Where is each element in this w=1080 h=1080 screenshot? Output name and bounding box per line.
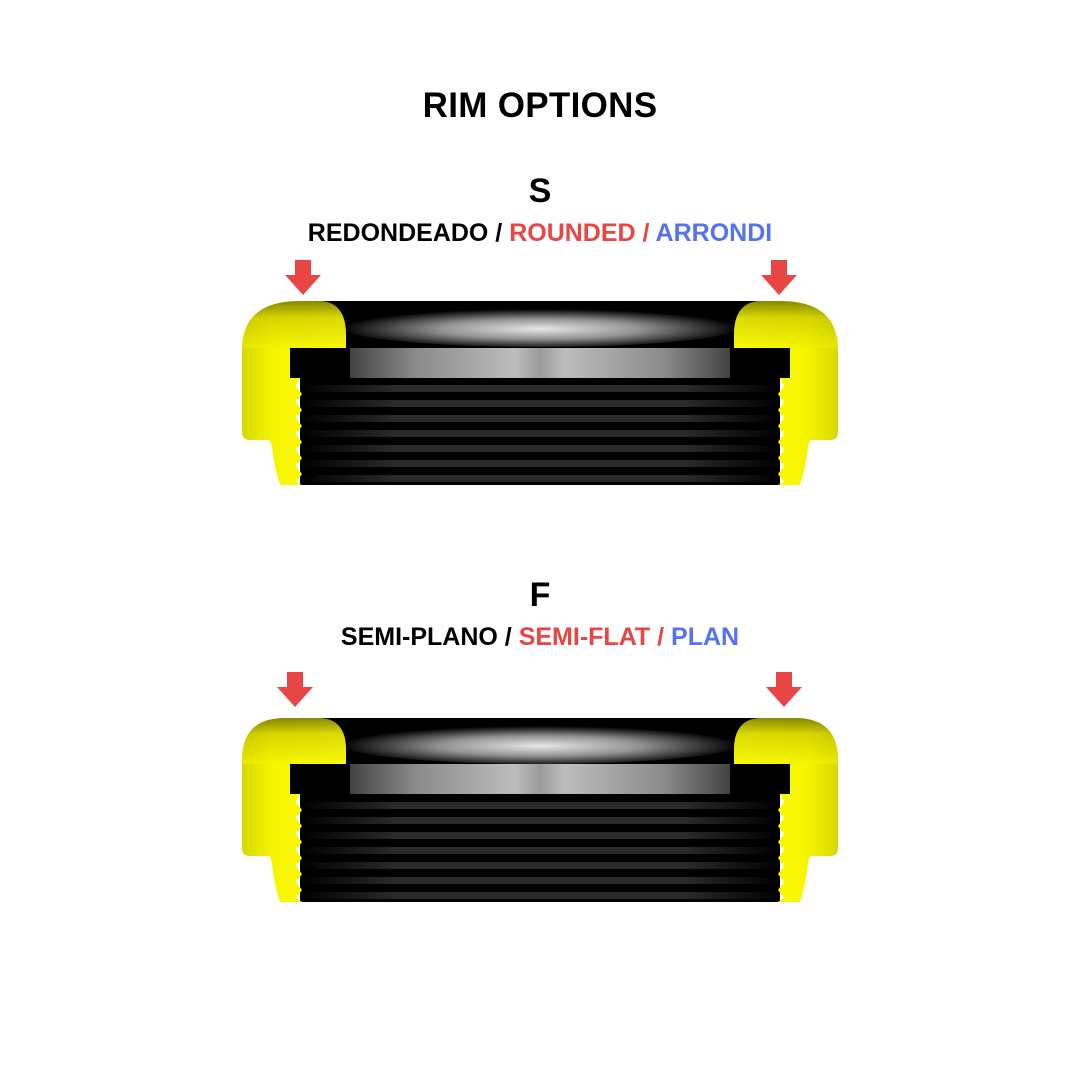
down-arrow-icon bbox=[285, 260, 797, 295]
down-arrow-icon bbox=[277, 672, 802, 707]
separator: / bbox=[650, 623, 672, 651]
label-spanish: REDONDEADO bbox=[307, 219, 489, 247]
label-spanish: SEMI-PLANO bbox=[340, 623, 498, 651]
label-english: ROUNDED bbox=[509, 219, 636, 247]
rim-diagram-rounded bbox=[0, 255, 1080, 495]
label-english: SEMI-FLAT bbox=[518, 623, 651, 651]
option-label-f: SEMI-PLANO / SEMI-FLAT / PLAN bbox=[0, 623, 1080, 652]
option-label-s: REDONDEADO / ROUNDED / ARRONDI bbox=[0, 219, 1080, 248]
separator: / bbox=[497, 623, 519, 651]
label-french: PLAN bbox=[671, 623, 740, 651]
label-french: ARRONDI bbox=[655, 219, 773, 247]
page-title: RIM OPTIONS bbox=[422, 86, 658, 125]
rim-diagram-semi-flat bbox=[0, 668, 1080, 908]
option-code-s: S bbox=[528, 172, 552, 210]
option-code-f: F bbox=[529, 576, 551, 614]
separator: / bbox=[635, 219, 656, 247]
separator: / bbox=[488, 219, 510, 247]
